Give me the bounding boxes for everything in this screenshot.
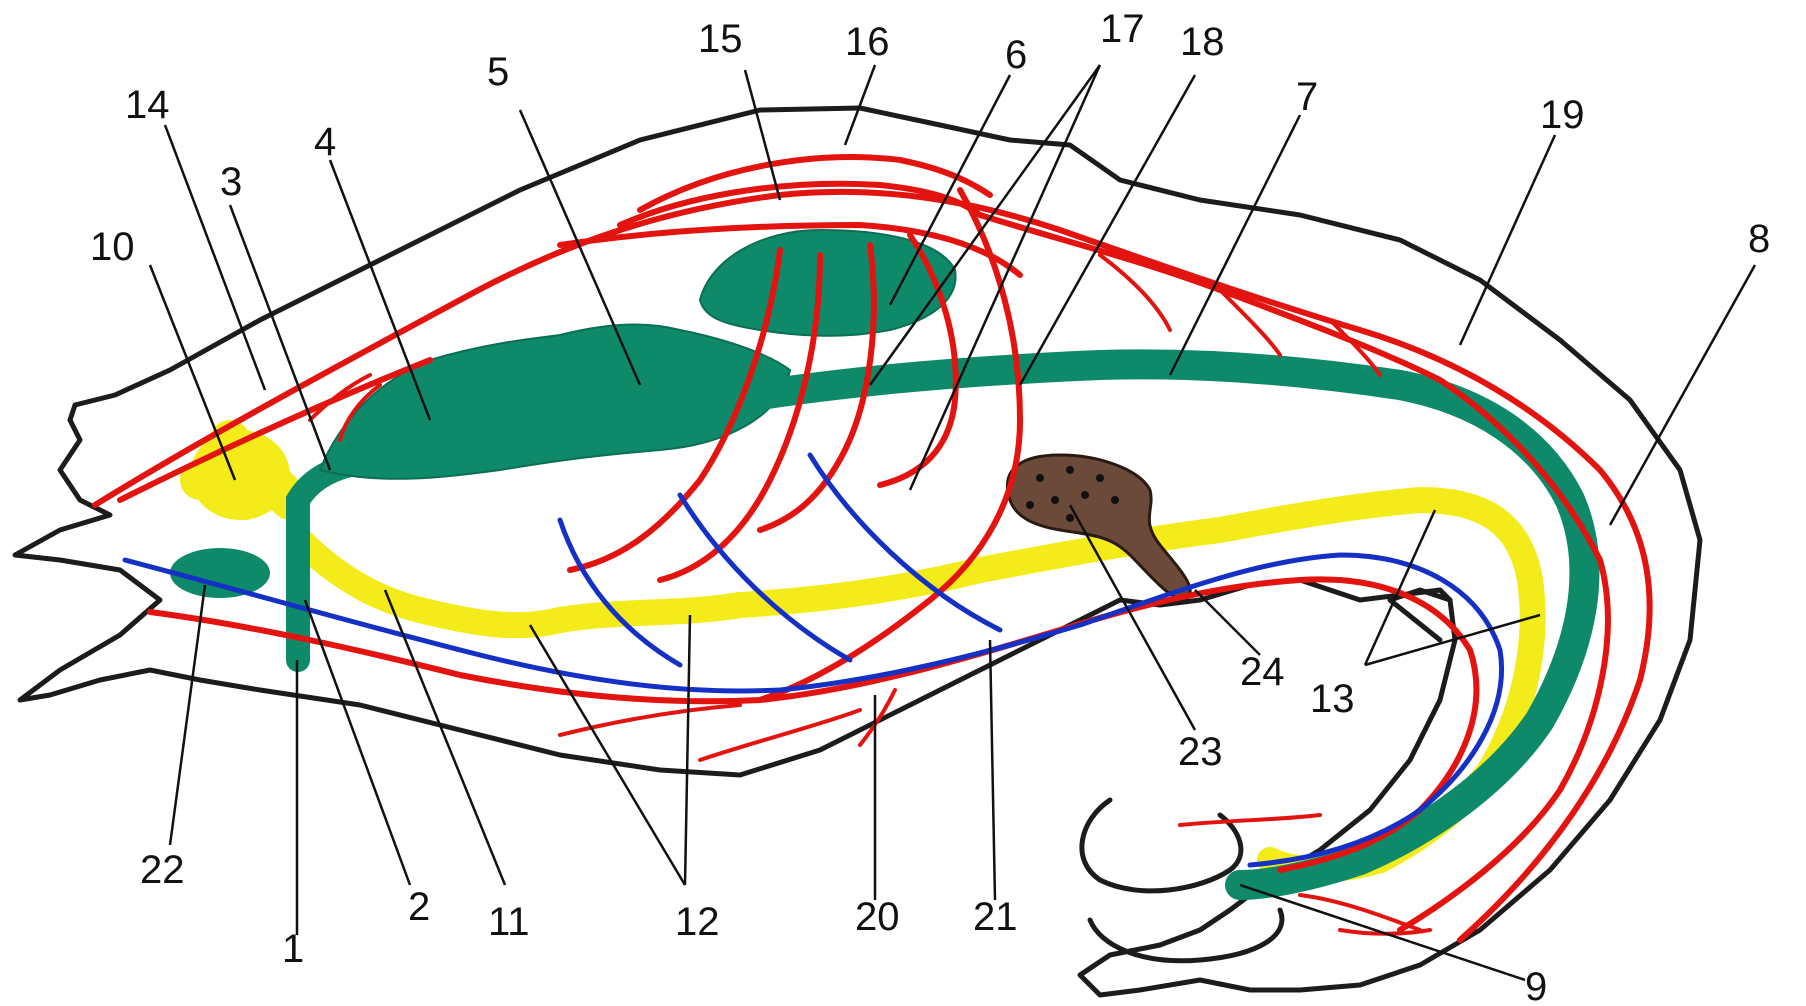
label-5: 5 (487, 50, 509, 94)
label-24: 24 (1240, 650, 1285, 694)
diagram-labels: 1 2 3 4 5 6 7 8 9 10 11 12 13 14 15 16 1… (90, 7, 1770, 1006)
label-1: 1 (282, 927, 304, 971)
green-gut (760, 364, 1584, 885)
label-11: 11 (488, 900, 530, 944)
label-22: 22 (140, 848, 185, 892)
label-19: 19 (1540, 93, 1585, 137)
label-6: 6 (1005, 33, 1027, 77)
label-3: 3 (220, 160, 242, 204)
label-2: 2 (408, 885, 430, 929)
label-23: 23 (1178, 730, 1223, 774)
label-13: 13 (1310, 677, 1355, 721)
label-18: 18 (1180, 20, 1225, 64)
label-15: 15 (698, 17, 743, 61)
label-9: 9 (1525, 965, 1547, 1006)
label-17: 17 (1100, 7, 1145, 51)
green-small-organ (170, 548, 270, 598)
label-4: 4 (314, 120, 336, 164)
label-16: 16 (845, 20, 890, 64)
label-12: 12 (675, 900, 720, 944)
label-20: 20 (855, 895, 900, 939)
label-14: 14 (125, 83, 170, 127)
green-main-gland (320, 325, 790, 479)
label-10: 10 (90, 225, 135, 269)
label-8: 8 (1748, 217, 1770, 261)
label-21: 21 (973, 895, 1018, 939)
label-7: 7 (1296, 75, 1318, 119)
